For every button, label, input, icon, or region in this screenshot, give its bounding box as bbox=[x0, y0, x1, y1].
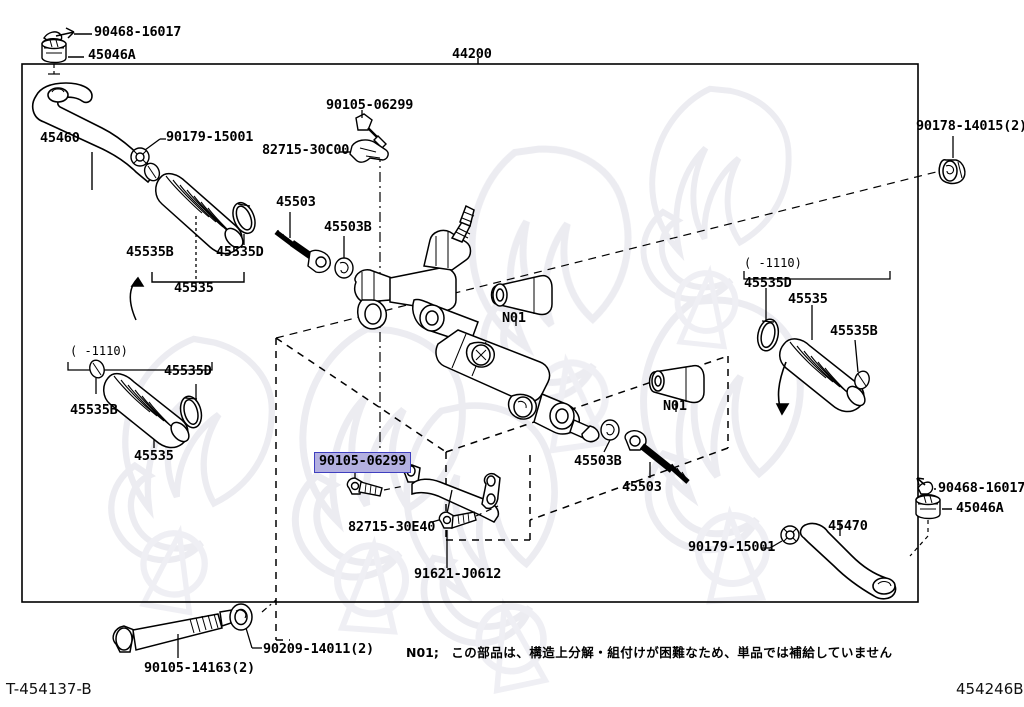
label-n01-lower: N01 bbox=[663, 398, 687, 414]
label-45535D-left: 45535D bbox=[216, 244, 264, 260]
part-tie-rod-end-right bbox=[799, 522, 897, 600]
label-45503B-left: 45503B bbox=[324, 219, 372, 235]
part-boot-clamp-big-right bbox=[756, 318, 780, 352]
label-45535-left: 45535 bbox=[174, 280, 214, 296]
part-boot-left bbox=[155, 172, 244, 255]
label-82715-30E40: 82715-30E40 bbox=[348, 519, 436, 535]
part-washer-45503B-left bbox=[334, 257, 354, 279]
part-bolt-highlighted bbox=[346, 477, 383, 497]
date-range-left: ( -1110) bbox=[70, 344, 128, 358]
label-45503B-right: 45503B bbox=[574, 453, 622, 469]
part-boot-left-lower bbox=[103, 372, 190, 449]
part-rack-end-left bbox=[274, 229, 331, 274]
part-bracket-82715-30C00 bbox=[349, 139, 389, 163]
label-90468-16017-bottom: 90468-16017 bbox=[938, 480, 1024, 496]
part-boot-clamp-big-left bbox=[232, 201, 256, 235]
part-boot-clamp-small-left bbox=[143, 162, 161, 182]
part-boot-right bbox=[779, 338, 866, 413]
part-clamp-left bbox=[130, 147, 150, 167]
part-bushing-n01-upper bbox=[490, 274, 553, 316]
label-45470: 45470 bbox=[828, 518, 868, 534]
label-90468-16017-top: 90468-16017 bbox=[94, 24, 182, 40]
part-bolt-91621 bbox=[438, 511, 477, 529]
note-n01: N01; この部品は、構造上分解・組付けが困難なため、単品では補給していません bbox=[406, 642, 892, 661]
label-45535-right: 45535 bbox=[788, 291, 828, 307]
note-n01-prefix: N01; bbox=[406, 645, 439, 660]
part-boot-cap-bottom-right bbox=[915, 494, 941, 520]
label-45046A-top: 45046A bbox=[88, 47, 136, 63]
part-clip-bottom-right bbox=[916, 477, 934, 495]
part-washer-bottom bbox=[229, 603, 253, 631]
label-45503-right: 45503 bbox=[622, 479, 662, 495]
bracket-date-range-right bbox=[743, 271, 891, 280]
label-90179-15001-left: 90179-15001 bbox=[166, 129, 254, 145]
label-45460: 45460 bbox=[40, 130, 80, 146]
part-boot-clamp-small-left-lower bbox=[89, 359, 105, 379]
label-90105-14163: 90105-14163(2) bbox=[144, 660, 255, 676]
arrow-boot-right bbox=[775, 361, 790, 416]
drawing-code-right: 454246B bbox=[956, 680, 1024, 698]
part-boot-cap-top-left bbox=[41, 38, 67, 64]
part-rack-end-right bbox=[624, 430, 690, 484]
part-steering-gear-housing bbox=[354, 204, 600, 443]
label-45535-left-lower: 45535 bbox=[134, 448, 174, 464]
grommet-sightline bbox=[275, 169, 945, 339]
label-91621-J0612: 91621-J0612 bbox=[414, 566, 502, 582]
label-90178-14015: 90178-14015(2) bbox=[916, 118, 1024, 134]
part-washer-45503B-right bbox=[600, 419, 620, 441]
arrow-45535-left bbox=[129, 276, 145, 321]
label-n01-upper: N01 bbox=[502, 310, 526, 326]
part-bolt-top-center bbox=[355, 113, 387, 149]
label-82715-30C00: 82715-30C00 bbox=[262, 142, 350, 158]
part-bushing-n01-lower bbox=[648, 364, 705, 404]
drawing-code-left: T-454137-B bbox=[6, 680, 92, 698]
part-long-bolt bbox=[112, 609, 235, 653]
part-grommet-right bbox=[938, 159, 966, 185]
label-90105-06299-top: 90105-06299 bbox=[326, 97, 414, 113]
label-90209-14011: 90209-14011(2) bbox=[263, 641, 374, 657]
part-boot-clamp-big-left-lower bbox=[179, 395, 203, 429]
label-90105-06299-highlighted[interactable]: 90105-06299 bbox=[314, 452, 412, 473]
diagram-frame bbox=[21, 63, 919, 603]
label-45535B-right: 45535B bbox=[830, 323, 878, 339]
label-45046A-bottom: 45046A bbox=[956, 500, 1004, 516]
watermark-crest bbox=[95, 84, 815, 702]
part-tie-rod-end-left bbox=[31, 82, 158, 184]
label-45535D-right: 45535D bbox=[744, 275, 792, 291]
label-45535B-left: 45535B bbox=[126, 244, 174, 260]
label-45535D-left-lower: 45535D bbox=[164, 363, 212, 379]
part-clamp-right bbox=[780, 525, 800, 545]
bracket-date-range-left bbox=[67, 362, 213, 371]
label-90179-15001-right: 90179-15001 bbox=[688, 539, 776, 555]
part-boot-clamp-small-right bbox=[854, 370, 870, 390]
date-range-right: ( -1110) bbox=[744, 256, 802, 270]
note-n01-text: この部品は、構造上分解・組付けが困難なため、単品では補給していません bbox=[451, 645, 893, 660]
bracket-45535-left-upper bbox=[151, 272, 245, 290]
label-45503-left: 45503 bbox=[276, 194, 316, 210]
label-44200-assembly: 44200 bbox=[452, 46, 492, 62]
label-45535B-left-lower: 45535B bbox=[70, 402, 118, 418]
part-bracket-82715-30E40 bbox=[403, 464, 501, 523]
